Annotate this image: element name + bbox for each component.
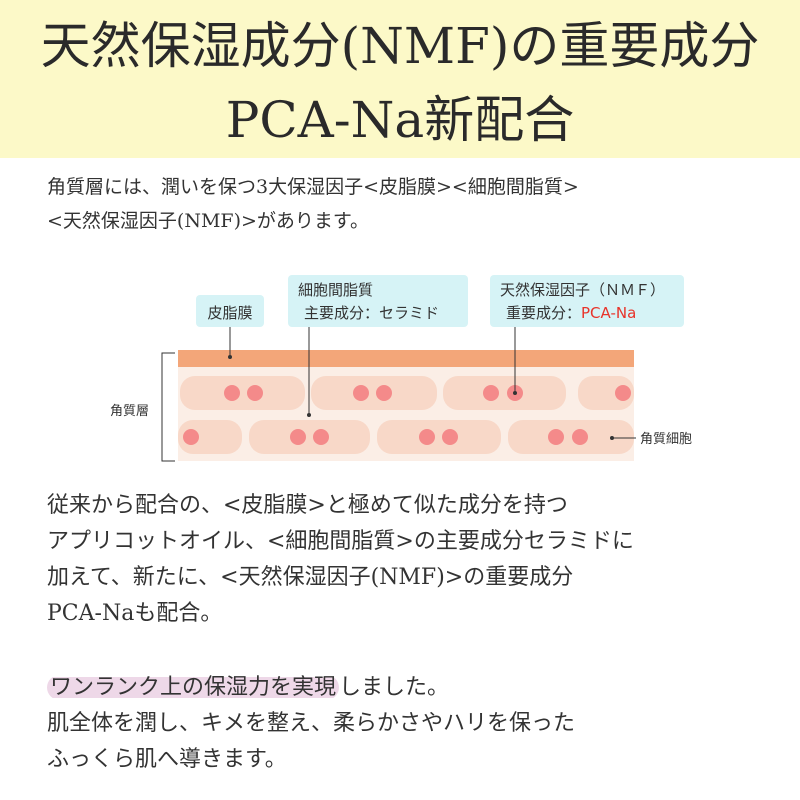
body-p2-line1: ワンランク上の保湿力を実現しました。 [47,670,787,706]
intro-text: 角質層には、潤いを保つ3大保湿因子<皮脂膜><細胞間脂質> <天然保湿因子(NM… [47,170,767,238]
nmf-dot [183,429,199,445]
nmf-dot [290,429,306,445]
stratum-bracket [161,352,175,462]
intro-line1: 角質層には、潤いを保つ3大保湿因子<皮脂膜><細胞間脂質> [47,176,579,198]
lipid-label-sub: 主要成分：セラミド [304,304,439,322]
body-p1-line3: 加えて、新たに、<天然保湿因子(NMF)>の重要成分 [47,565,574,590]
body-p1-line1: 従来から配合の、<皮脂膜>と極めて似た成分を持つ [47,493,568,518]
highlighted-claim: ワンランク上の保湿力を実現 [47,675,340,700]
body-paragraph-2: ワンランク上の保湿力を実現しました。 肌全体を潤し、キメを整え、柔らかさやハリを… [47,670,787,778]
body-p2-line1-rest: しました。 [339,675,450,700]
body-paragraph-1: 従来から配合の、<皮脂膜>と極めて似た成分を持つ アプリコットオイル、<細胞間脂… [47,488,787,632]
lipid-label-title: 細胞間脂質 [298,281,373,299]
body-p2-line3: ふっくら肌へ導きます。 [47,747,287,772]
nmf-label-box [490,275,684,327]
body-p1-line4: PCA-Naも配合。 [47,601,223,626]
sebum-leader-dot [228,355,232,359]
sebum-label-box [196,295,264,327]
page-title-line1: 天然保湿成分(NMF)の重要成分 [40,17,760,75]
body-p1-line2: アプリコットオイル、<細胞間脂質>の主要成分セラミドに [47,529,634,554]
corneocyte [311,376,437,410]
nmf-dot [615,385,631,401]
nmf-label-title: 天然保湿因子（ＮＭＦ） [500,281,665,299]
corneocyte [249,420,370,454]
sebum-label: 皮脂膜 [207,304,252,322]
nmf-dot [483,385,499,401]
corneocyte [178,420,242,454]
nmf-label-sub-prefix: 重要成分： [506,304,581,322]
nmf-dot [376,385,392,401]
nmf-dot [419,429,435,445]
lipid-leader-dot [307,413,311,417]
nmf-label-sub: 重要成分：PCA-Na [506,304,636,322]
nmf-leader-dot [513,391,517,395]
title-banner: 天然保湿成分(NMF)の重要成分 PCA-Na新配合 [0,0,800,158]
sebum-layer [178,350,634,367]
nmf-dot [353,385,369,401]
corneocyte [180,376,305,410]
corneocyte [578,376,634,410]
intro-line2: <天然保湿因子(NMF)>があります。 [47,210,370,232]
page-title-line2: PCA-Na新配合 [225,91,575,149]
corneocyte [377,420,501,454]
corneocyte [443,376,566,410]
nmf-label-sub-highlight: PCA-Na [581,304,636,322]
body-p2-line2: 肌全体を潤し、キメを整え、柔らかさやハリを保った [47,711,576,736]
nmf-dot [313,429,329,445]
nmf-dot [572,429,588,445]
nmf-dot [224,385,240,401]
nmf-dot [247,385,263,401]
nmf-dot [548,429,564,445]
lipid-label-box [288,275,468,327]
stratum-corneum-diagram: 皮脂膜 細胞間脂質 主要成分：セラミド 天然保湿因子（ＮＭＦ） 重要成分：PCA… [110,275,692,462]
corneocyte [508,420,634,454]
cell-label: 角質細胞 [640,432,692,447]
nmf-dot [442,429,458,445]
stratum-label: 角質層 [110,404,149,419]
